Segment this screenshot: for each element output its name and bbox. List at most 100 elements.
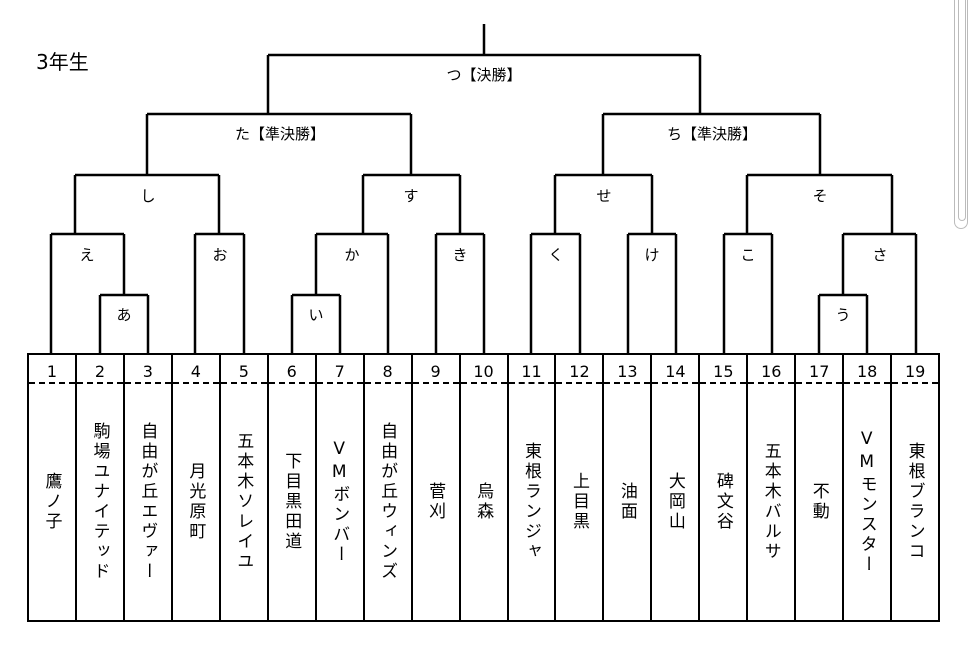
team-number: 4 bbox=[172, 355, 219, 384]
line-i bbox=[290, 293, 342, 353]
match-label-a: あ bbox=[116, 306, 131, 324]
team-number: 14 bbox=[652, 355, 699, 384]
scrollbar-thumb[interactable] bbox=[958, 0, 966, 221]
team-number: 7 bbox=[316, 355, 363, 384]
team-number: 15 bbox=[700, 355, 747, 384]
match-label-semi-left: た【準決勝】 bbox=[235, 125, 325, 143]
line-ko bbox=[722, 232, 774, 353]
team-number: 17 bbox=[796, 355, 843, 384]
match-label-su: す bbox=[403, 187, 418, 205]
match-label-final: つ【決勝】 bbox=[446, 66, 521, 84]
line-shi bbox=[73, 173, 221, 234]
team-name: 駒場ユナイテッド bbox=[89, 422, 110, 582]
line-semi-left bbox=[145, 112, 413, 175]
line-ku bbox=[529, 232, 582, 353]
team-column: 10 烏森 bbox=[458, 355, 507, 620]
team-name: 不動 bbox=[808, 482, 829, 522]
team-column: 2 駒場ユナイテッド bbox=[74, 355, 123, 620]
bracket-lines bbox=[49, 24, 918, 353]
team-number: 11 bbox=[508, 355, 555, 384]
team-column: 7 VMボンバー bbox=[314, 355, 363, 620]
line-final bbox=[266, 24, 702, 114]
line-semi-right bbox=[601, 112, 822, 175]
team-name: VMボンバー bbox=[329, 439, 350, 565]
team-number: 5 bbox=[220, 355, 267, 384]
match-label-i: い bbox=[308, 306, 323, 324]
line-u bbox=[817, 293, 869, 353]
line-ka bbox=[314, 232, 390, 353]
page-title: 3年生 bbox=[36, 50, 89, 74]
line-ke bbox=[626, 232, 678, 353]
team-name: 月光原町 bbox=[185, 462, 206, 542]
team-number: 18 bbox=[844, 355, 891, 384]
team-name: 東根ブランコ bbox=[904, 442, 925, 562]
match-labels: つ【決勝】 た【準決勝】 ち【準決勝】 し す せ そ え お か き く け … bbox=[79, 66, 887, 324]
team-column: 4 月光原町 bbox=[170, 355, 219, 620]
team-number: 10 bbox=[460, 355, 507, 384]
team-name: 油面 bbox=[616, 482, 637, 522]
team-number: 8 bbox=[364, 355, 411, 384]
team-column: 6 下目黒田道 bbox=[266, 355, 315, 620]
line-e bbox=[49, 232, 126, 353]
match-label-so: そ bbox=[812, 187, 827, 205]
team-name: 碑文谷 bbox=[712, 472, 733, 532]
team-column: 9 菅刈 bbox=[410, 355, 459, 620]
team-name: 下目黒田道 bbox=[281, 452, 302, 552]
team-number: 3 bbox=[124, 355, 171, 384]
team-column: 11 東根ランジャ bbox=[506, 355, 555, 620]
team-number: 9 bbox=[412, 355, 459, 384]
match-label-ka: か bbox=[344, 246, 359, 264]
line-so bbox=[745, 173, 894, 234]
line-ki bbox=[434, 232, 486, 353]
team-column: 15 碑文谷 bbox=[698, 355, 747, 620]
line-a bbox=[98, 293, 150, 353]
team-column: 16 五本木バルサ bbox=[746, 355, 795, 620]
match-label-ku: く bbox=[548, 246, 563, 264]
match-label-ko: こ bbox=[740, 246, 755, 264]
team-column: 17 不動 bbox=[794, 355, 843, 620]
team-table: 1 鷹ノ子 2 駒場ユナイテッド 3 自由が丘エヴァー 4 月光原町 5 五本木… bbox=[27, 353, 940, 622]
team-number: 13 bbox=[604, 355, 651, 384]
team-name: 自由が丘ウィンズ bbox=[377, 422, 398, 582]
match-label-o: お bbox=[212, 246, 227, 264]
team-name: 鷹ノ子 bbox=[41, 472, 62, 532]
match-label-sa: さ bbox=[872, 246, 887, 264]
team-name: 大岡山 bbox=[664, 472, 685, 532]
team-name: 五本木ソレイユ bbox=[233, 432, 254, 572]
match-label-e: え bbox=[79, 246, 94, 264]
team-name: 烏森 bbox=[473, 482, 494, 522]
team-column: 14 大岡山 bbox=[650, 355, 699, 620]
team-column: 1 鷹ノ子 bbox=[29, 355, 75, 620]
team-column: 8 自由が丘ウィンズ bbox=[362, 355, 411, 620]
team-name: 自由が丘エヴァー bbox=[137, 422, 158, 582]
team-number: 6 bbox=[268, 355, 315, 384]
vertical-scrollbar[interactable] bbox=[954, 0, 968, 229]
line-se bbox=[553, 173, 654, 234]
team-column: 19 東根ブランコ bbox=[890, 355, 939, 620]
team-name: 菅刈 bbox=[425, 482, 446, 522]
team-name: 五本木バルサ bbox=[760, 442, 781, 562]
team-column: 3 自由が丘エヴァー bbox=[122, 355, 171, 620]
team-column: 5 五本木ソレイユ bbox=[218, 355, 267, 620]
team-name: VMモンスター bbox=[856, 429, 877, 575]
match-label-semi-right: ち【準決勝】 bbox=[667, 125, 757, 143]
team-column: 13 油面 bbox=[602, 355, 651, 620]
line-sa bbox=[841, 232, 918, 353]
match-label-ki: き bbox=[452, 246, 467, 264]
match-label-ke: け bbox=[644, 246, 659, 264]
team-number: 16 bbox=[748, 355, 795, 384]
line-su bbox=[361, 173, 462, 234]
team-column: 18 VMモンスター bbox=[842, 355, 891, 620]
team-name: 上目黒 bbox=[568, 472, 589, 532]
team-column: 12 上目黒 bbox=[554, 355, 603, 620]
team-number: 1 bbox=[29, 355, 75, 384]
match-label-shi: し bbox=[140, 187, 155, 205]
team-number: 19 bbox=[892, 355, 939, 384]
line-o bbox=[193, 232, 246, 353]
team-number: 12 bbox=[556, 355, 603, 384]
match-label-u: う bbox=[835, 306, 850, 324]
team-number: 2 bbox=[76, 355, 123, 384]
team-name: 東根ランジャ bbox=[521, 442, 542, 562]
match-label-se: せ bbox=[596, 187, 611, 205]
